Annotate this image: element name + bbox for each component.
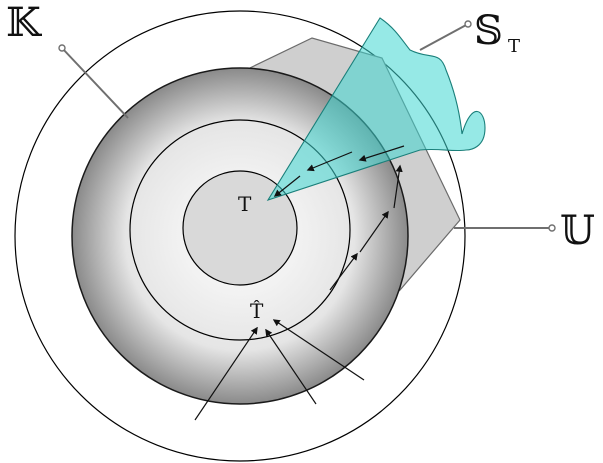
label-st-main: 𝕊 <box>474 8 503 54</box>
arrow-1 <box>358 145 405 162</box>
arrow-9 <box>272 319 365 381</box>
arrow-3 <box>273 175 301 197</box>
pointer-k <box>61 47 129 119</box>
outer-circle <box>14 10 466 462</box>
label-u: 𝕌 <box>560 208 595 254</box>
arrow-7 <box>194 326 258 421</box>
pointer-k-dot <box>58 44 66 52</box>
pointer-st-dot <box>464 20 472 28</box>
label-k: 𝕂 <box>6 0 42 46</box>
arrow-5 <box>359 210 389 253</box>
arrow-2 <box>306 151 353 172</box>
label-st-sub: T <box>508 36 520 57</box>
label-t: T <box>238 192 252 216</box>
arrow-4 <box>393 164 403 209</box>
arrow-8 <box>265 328 317 405</box>
label-t-hat: T̂ <box>250 299 264 323</box>
region-st-cone <box>266 17 486 201</box>
middle-ring <box>129 119 351 341</box>
pointer-u-dot <box>548 224 556 232</box>
pointer-st <box>419 23 469 51</box>
arrow-6 <box>329 252 358 291</box>
